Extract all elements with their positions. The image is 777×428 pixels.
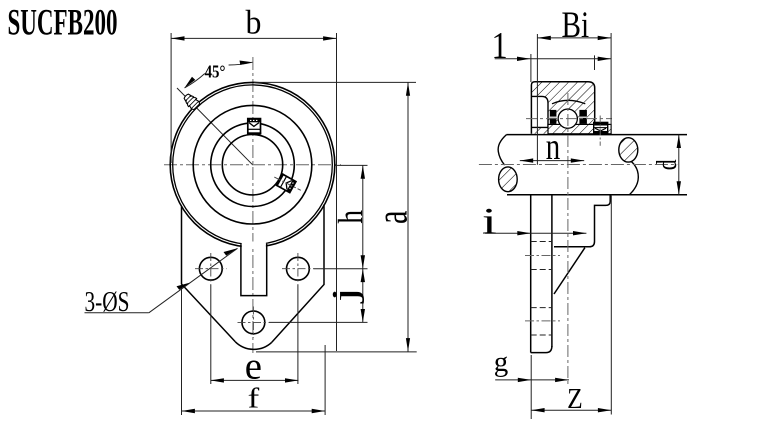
svg-text:1: 1 (492, 24, 508, 66)
svg-text:j: j (324, 287, 364, 304)
svg-text:Bi: Bi (562, 6, 590, 46)
svg-text:i: i (482, 200, 497, 241)
svg-text:SUCFB200: SUCFB200 (8, 3, 118, 44)
svg-text:3-ØS: 3-ØS (85, 287, 130, 318)
svg-text:a: a (368, 210, 417, 224)
svg-text:f: f (248, 381, 260, 414)
svg-text:h: h (331, 210, 370, 224)
svg-text:e: e (245, 346, 262, 388)
svg-text:d: d (650, 159, 683, 170)
svg-text:b: b (246, 5, 262, 42)
svg-text:45°: 45° (205, 62, 226, 81)
svg-text:Z: Z (567, 383, 583, 415)
svg-text:g: g (494, 346, 509, 378)
svg-text:n: n (546, 126, 560, 168)
